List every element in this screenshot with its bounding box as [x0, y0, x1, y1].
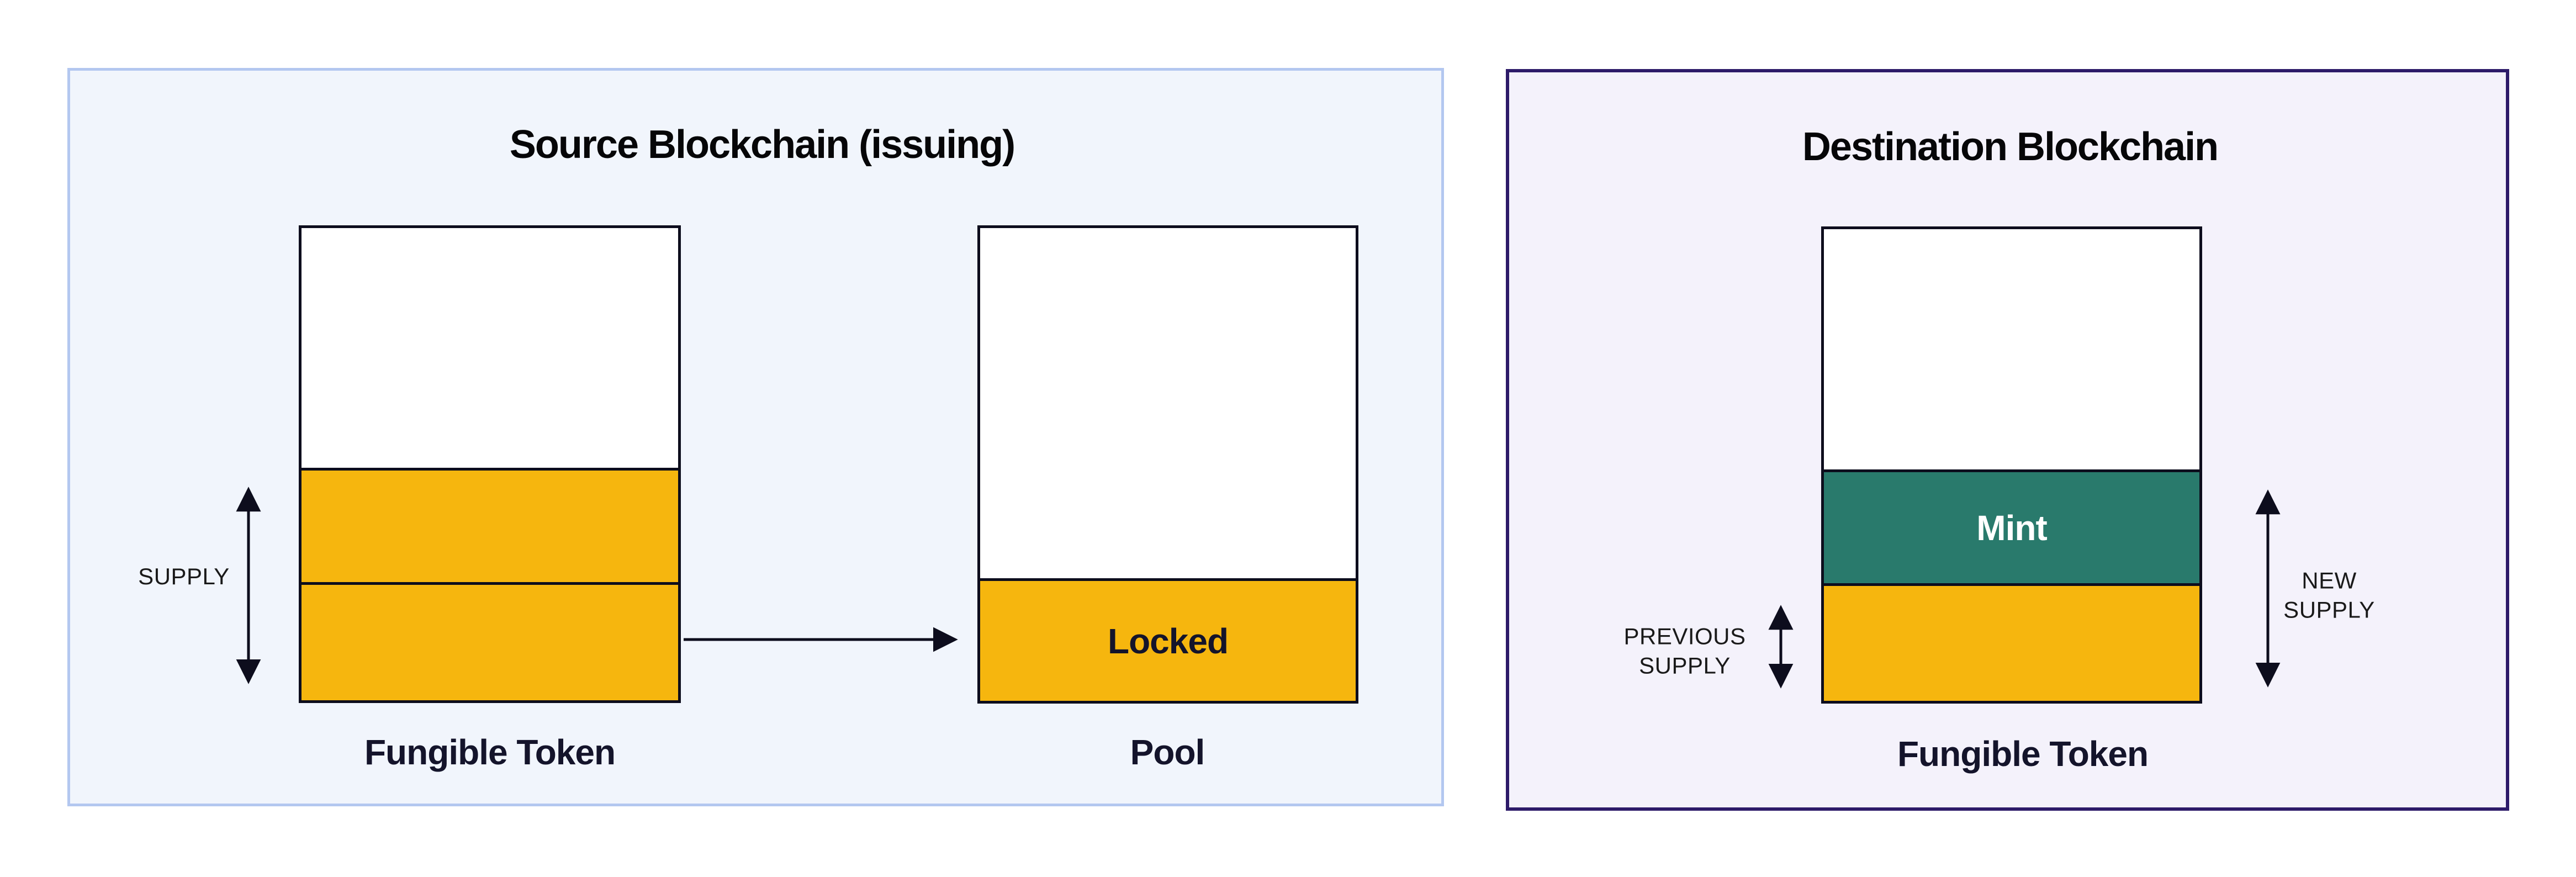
pool-bar-caption: Pool [1130, 732, 1205, 772]
destination-fungible-token-bar: Mint [1821, 226, 2202, 704]
pool-locked-segment: Locked [980, 578, 1356, 701]
locked-label: Locked [1107, 621, 1229, 661]
destination-token-unissued-segment [1824, 229, 2199, 469]
supply-label: SUPPLY [138, 563, 230, 589]
mint-label: Mint [1976, 508, 2047, 548]
source-token-bar-caption: Fungible Token [364, 732, 616, 772]
source-fungible-token-bar [299, 225, 681, 703]
new-supply-label: NEW SUPPLY [2283, 567, 2375, 623]
source-token-unissued-segment [301, 228, 678, 468]
pool-empty-segment [980, 228, 1356, 578]
destination-token-previous-supply-segment [1824, 583, 2199, 701]
pool-bar: Locked [977, 225, 1358, 704]
source-panel-title: Source Blockchain (issuing) [509, 123, 1015, 167]
destination-panel-title: Destination Blockchain [1802, 125, 2219, 169]
previous-supply-label: PREVIOUS SUPPLY [1623, 623, 1746, 679]
destination-token-bar-caption: Fungible Token [1897, 734, 2149, 774]
destination-token-mint-segment: Mint [1824, 469, 2199, 583]
source-token-supply-lower-segment [301, 582, 678, 700]
source-token-supply-upper-segment [301, 468, 678, 582]
